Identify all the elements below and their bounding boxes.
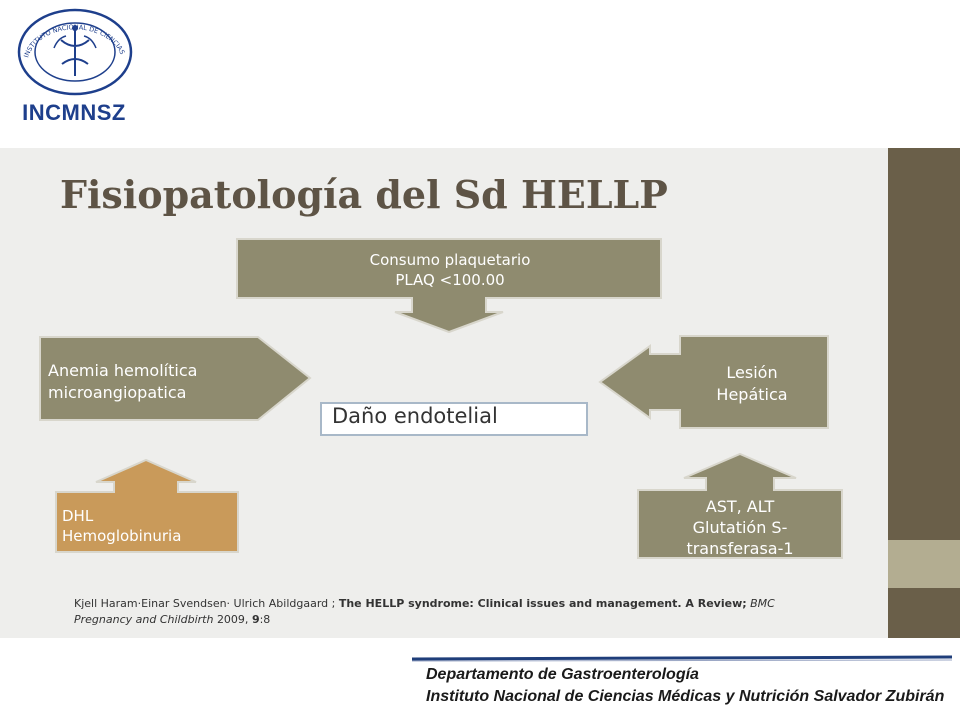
citation-authors: Kjell Haram·Einar Svendsen· Ulrich Abild…: [74, 597, 336, 610]
liver-injury-line2: Hepática: [716, 385, 788, 404]
citation-year: 2009,: [216, 613, 249, 626]
liver-enzymes-shape: [637, 452, 843, 559]
hemolytic-anemia-line1: Anemia hemolítica: [48, 361, 198, 380]
footer-divider: [412, 655, 953, 662]
liver-enzymes-line3: transferasa-1: [686, 539, 794, 558]
svg-text:INSTITUTO NACIONAL DE CIENCIAS: INSTITUTO NACIONAL DE CIENCIAS MEDICAS Y…: [16, 8, 127, 59]
endothelial-damage-box: [320, 402, 588, 436]
liver-injury-shape: [598, 335, 829, 429]
institution-logo: INSTITUTO NACIONAL DE CIENCIAS MEDICAS Y…: [6, 8, 142, 125]
citation-volume: 9: [251, 613, 260, 626]
dhl-hemoglobinuria-box: DHL Hemoglobinuria: [62, 506, 232, 546]
citation-pages: :8: [259, 613, 271, 626]
liver-enzymes-line2: Glutatión S-: [692, 518, 788, 537]
slide-side-accent: [888, 540, 960, 588]
dhl-line2: Hemoglobinuria: [62, 527, 182, 545]
pathophysiology-diagram: [39, 238, 843, 559]
slide-title: Fisiopatología del Sd HELLP: [60, 172, 668, 217]
dhl-line1: DHL: [62, 507, 94, 525]
hemolytic-anemia-box: Anemia hemolítica microangiopatica: [48, 360, 268, 404]
dhl-hemoglobinuria-shape: [55, 458, 239, 553]
platelet-consumption-box: Consumo plaquetario PLAQ <100.00: [300, 250, 600, 290]
liver-injury-line1: Lesión: [726, 363, 778, 382]
citation: Kjell Haram·Einar Svendsen· Ulrich Abild…: [74, 596, 864, 628]
liver-enzymes-line1: AST, ALT: [705, 497, 775, 516]
endothelial-damage-label: Daño endotelial: [332, 404, 498, 428]
hemolytic-anemia-line2: microangiopatica: [48, 383, 187, 402]
liver-enzymes-box: AST, ALT Glutatión S- transferasa-1: [640, 496, 840, 559]
institution-seal-icon: INSTITUTO NACIONAL DE CIENCIAS MEDICAS Y…: [16, 8, 133, 96]
liver-injury-box: Lesión Hepática: [682, 362, 822, 406]
logo-abbreviation: INCMNSZ: [22, 100, 126, 125]
platelet-consumption-line1: Consumo plaquetario: [369, 251, 531, 269]
footer-institute: Instituto Nacional de Ciencias Médicas y…: [426, 688, 945, 705]
citation-journal-part1: BMC: [750, 597, 775, 610]
platelet-consumption-line2: PLAQ <100.00: [395, 271, 505, 289]
citation-title: The HELLP syndrome: Clinical issues and …: [338, 597, 747, 610]
footer-institution: Departamento de Gastroenterología Instit…: [426, 664, 944, 708]
platelet-consumption-arrow: [236, 238, 662, 334]
footer-department: Departamento de Gastroenterología: [426, 666, 699, 683]
hemolytic-anemia-shape: [39, 336, 312, 421]
seal-text: INSTITUTO NACIONAL DE CIENCIAS MEDICAS Y…: [16, 8, 127, 59]
citation-journal-part2: Pregnancy and Childbirth: [74, 613, 214, 626]
